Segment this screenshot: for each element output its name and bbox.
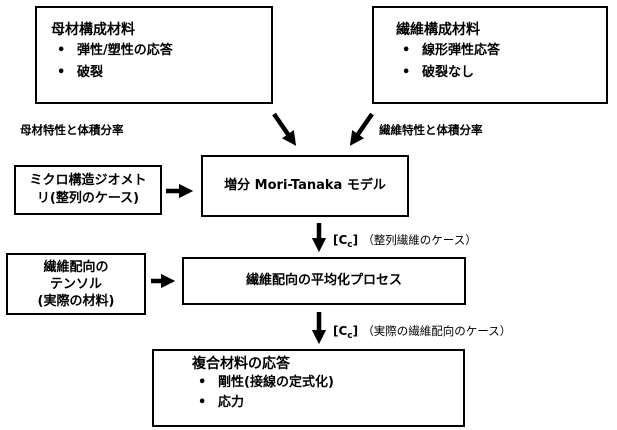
composite-response-title: 複合材料の応答	[192, 356, 290, 372]
fiber-material-list: •線形弾性応答 •破裂なし	[396, 40, 606, 84]
list-item: •線形弾性応答	[402, 43, 501, 58]
microstructure-line1: ミクロ構造ジオメト	[29, 173, 147, 188]
matrix-to-model-arrow	[272, 112, 297, 146]
composite-response-list: •剛性(接線の定式化) •応力	[192, 373, 463, 413]
mori-tanaka-box: 増分 Mori-Tanaka モデル	[201, 155, 409, 217]
list-item: •破裂なし	[402, 65, 475, 80]
list-item: •破裂	[57, 65, 104, 80]
cc-actual-label: [Cc] （実際の繊維配向のケース）	[333, 324, 512, 341]
orientation-tensor-box: 繊維配向の テンソル (実際の材料)	[6, 253, 146, 315]
orientation-tensor-line3: (実際の材料)	[37, 293, 115, 309]
matrix-material-title: 母材構成材料	[51, 22, 135, 38]
microstructure-line2: リ(整列のケース)	[36, 191, 140, 206]
list-item: •応力	[198, 395, 245, 410]
fiber-material-title: 繊維構成材料	[396, 22, 480, 38]
mori-tanaka-label: 増分 Mori-Tanaka モデル	[224, 178, 386, 193]
list-item: •剛性(接線の定式化)	[198, 375, 334, 390]
matrix-material-box: 母材構成材料 •弾性/塑性の応答 •破裂	[35, 6, 273, 104]
composite-response-box: 複合材料の応答 •剛性(接線の定式化) •応力	[152, 349, 465, 427]
cc-aligned-label: [Cc] （整列繊維のケース）	[333, 233, 477, 250]
matrix-material-list: •弾性/塑性の応答 •破裂	[51, 40, 271, 84]
fiber-to-model-arrow	[349, 112, 374, 146]
microstructure-box: ミクロ構造ジオメト リ(整列のケース)	[14, 165, 162, 215]
fiber-material-box: 繊維構成材料 •線形弾性応答 •破裂なし	[372, 6, 608, 104]
averaging-process-box: 繊維配向の平均化プロセス	[182, 257, 466, 305]
fiber-properties-label: 繊維特性と体積分率	[379, 123, 483, 137]
list-item: •弾性/塑性の応答	[57, 43, 173, 58]
orientation-tensor-line1: 繊維配向の	[43, 259, 109, 275]
matrix-properties-label: 母材特性と体積分率	[20, 123, 124, 137]
orientation-tensor-line2: テンソル	[49, 276, 102, 292]
averaging-process-label: 繊維配向の平均化プロセス	[245, 273, 402, 288]
